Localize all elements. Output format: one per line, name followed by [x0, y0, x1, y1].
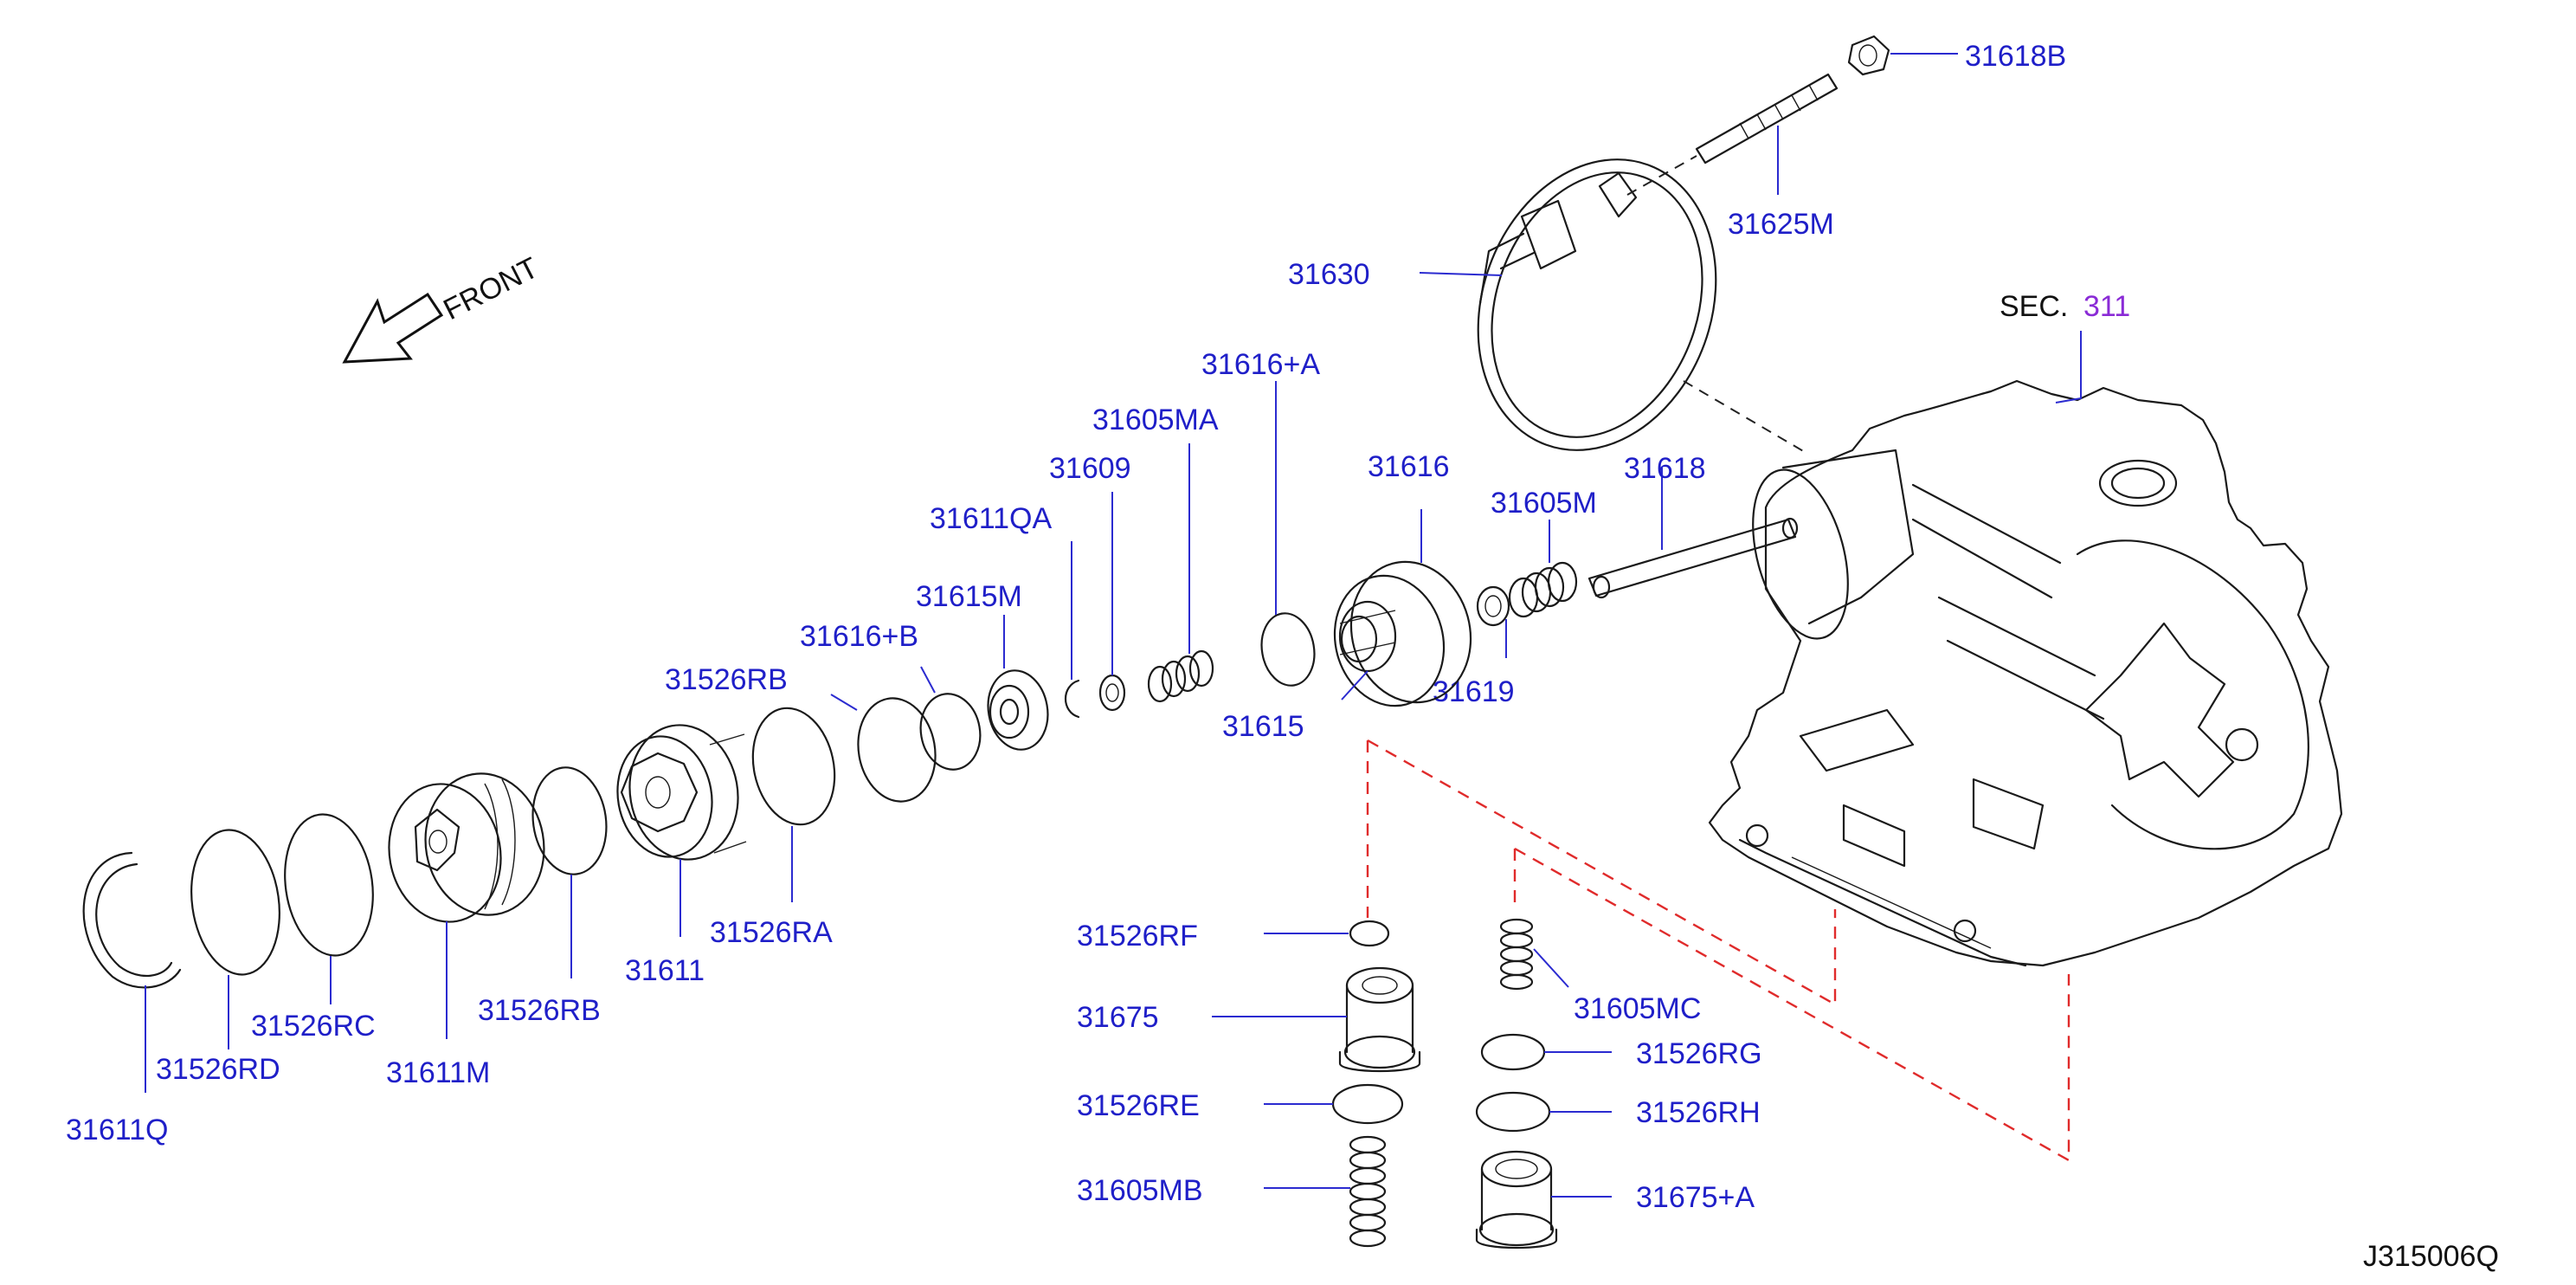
part-31616A-oring — [1260, 612, 1316, 687]
label-31616: 31616 — [1368, 450, 1450, 483]
label-31630: 31630 — [1288, 258, 1370, 291]
part-31615M-piston — [987, 669, 1049, 751]
label-31611M: 31611M — [386, 1056, 490, 1089]
section-prefix: SEC. — [2000, 290, 2068, 323]
label-31619: 31619 — [1433, 675, 1515, 708]
label-31675A: 31675+A — [1636, 1181, 1755, 1214]
leader-31616B — [920, 666, 936, 694]
part-31630-brake-band — [1477, 158, 1717, 451]
part-31526RG-oring — [1480, 1033, 1546, 1071]
red-reference-lines — [1366, 739, 2070, 1163]
part-31611M-piston — [388, 772, 545, 923]
leader-31630 — [1419, 272, 1503, 276]
part-31611QA-snap-ring — [1065, 679, 1080, 719]
leader-31526RB-upper — [830, 694, 858, 711]
transmission-case — [1708, 379, 2343, 967]
label-31526RF: 31526RF — [1077, 920, 1198, 952]
label-31615: 31615 — [1222, 710, 1304, 743]
part-31618-piston-rod — [1587, 517, 1799, 599]
leader-31615 — [1341, 670, 1368, 701]
part-31616B-oring — [919, 693, 982, 771]
label-31611Q: 31611Q — [66, 1114, 168, 1146]
label-31616B: 31616+B — [800, 620, 918, 653]
label-31526RG: 31526RG — [1636, 1037, 1762, 1070]
label-31605MC: 31605MC — [1574, 992, 1701, 1025]
part-31675-plug — [1338, 966, 1421, 1073]
leader-sec311 — [2055, 331, 2082, 404]
part-31526RD-oring — [190, 829, 280, 976]
front-arrow-icon — [342, 292, 444, 364]
label-31526RB-upper: 31526RB — [665, 663, 788, 696]
part-31605MA-spring — [1147, 649, 1214, 703]
label-31526RH: 31526RH — [1636, 1096, 1761, 1129]
part-31618B-nut — [1847, 35, 1890, 76]
label-31526RD: 31526RD — [156, 1053, 280, 1086]
part-31605MB-spring — [1349, 1135, 1387, 1248]
part-31616-servo-piston — [1333, 560, 1472, 707]
front-label: FRONT — [438, 251, 544, 326]
part-31526RA-oring — [751, 707, 836, 826]
label-31526RB: 31526RB — [478, 994, 601, 1027]
part-31526RC-oring — [284, 813, 374, 957]
label-31615M: 31615M — [916, 580, 1022, 613]
dash-band-to-case — [1683, 380, 1806, 453]
label-31609: 31609 — [1049, 452, 1131, 485]
label-31675: 31675 — [1077, 1001, 1159, 1034]
label-31526RA: 31526RA — [710, 916, 833, 949]
label-31625M: 31625M — [1728, 208, 1834, 241]
label-31616A: 31616+A — [1201, 348, 1320, 381]
label-31618: 31618 — [1624, 452, 1706, 485]
part-31619-washer — [1476, 585, 1510, 627]
part-31611Q-snap-ring — [82, 851, 182, 989]
label-31526RC: 31526RC — [251, 1010, 376, 1043]
part-31526RB-oring-lower — [531, 766, 608, 875]
part-31526RH-oring — [1475, 1091, 1551, 1133]
label-31605MA: 31605MA — [1092, 404, 1219, 436]
label-31526RE: 31526RE — [1077, 1089, 1200, 1122]
label-31605M: 31605M — [1491, 487, 1597, 520]
figure-code: J315006Q — [2363, 1240, 2499, 1273]
part-31526RF-oring — [1349, 920, 1390, 947]
leader-31605MC — [1533, 948, 1569, 988]
part-31625M-anchor-bolt — [1695, 73, 1839, 165]
part-31611-retainer — [616, 724, 747, 861]
label-31618B: 31618B — [1965, 40, 2066, 73]
label-31605MB: 31605MB — [1077, 1174, 1203, 1207]
dash-bolt — [1626, 155, 1697, 196]
label-31611: 31611 — [625, 954, 705, 987]
section-number: 311 — [2083, 290, 2130, 323]
part-31675A-plug — [1475, 1150, 1558, 1249]
part-31605MC-spring — [1499, 918, 1534, 991]
part-31526RB-oring-upper — [857, 697, 937, 803]
part-31609-washer — [1098, 674, 1126, 712]
part-31526RE-oring — [1331, 1083, 1404, 1125]
part-31605M-spring — [1508, 561, 1578, 618]
label-31611QA: 31611QA — [930, 502, 1052, 535]
